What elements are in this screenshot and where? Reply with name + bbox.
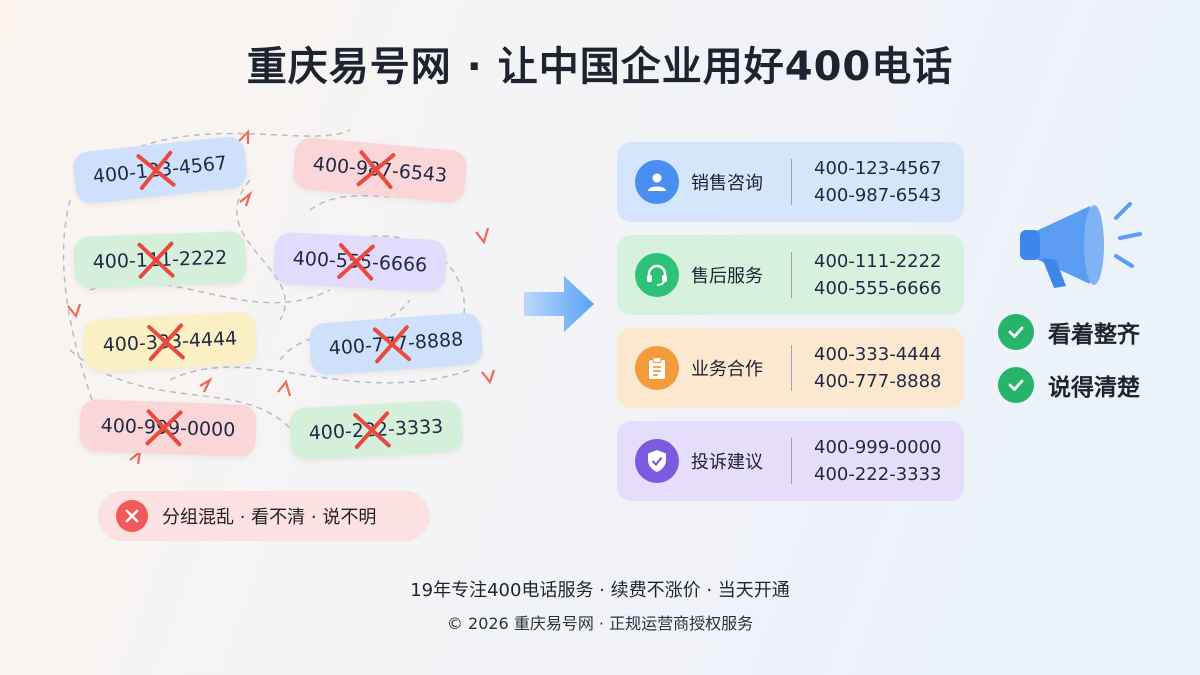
card-numbers: 400-111-2222 400-555-6666 (814, 248, 942, 302)
clipboard-icon (635, 346, 679, 390)
card-label: 投诉建议 (691, 452, 763, 473)
benefits-list: 看着整齐 说得清楚 (998, 314, 1140, 420)
cross-out-icon (145, 409, 183, 447)
card-label: 售后服务 (691, 266, 763, 287)
footer-tagline: 19年专注400电话服务 · 续费不涨价 · 当天开通 (410, 580, 790, 601)
tangled-arrows-decoration (62, 129, 496, 465)
shield-check-icon (635, 439, 679, 483)
benefit-text: 看着整齐 (1048, 322, 1140, 348)
cross-out-icon (372, 325, 412, 364)
chaotic-number-pill: 400-999-0000 (79, 398, 257, 458)
headset-icon (635, 253, 679, 297)
card-business: 业务合作 400-333-4444 400-777-8888 (617, 328, 964, 408)
megaphone-icon (1020, 202, 1142, 288)
check-icon (998, 367, 1034, 403)
page-title: 重庆易号网 · 让中国企业用好400电话 (246, 44, 954, 90)
benefit-text: 说得清楚 (1048, 375, 1140, 401)
benefit-item: 看着整齐 (998, 314, 1140, 350)
cross-out-icon (356, 150, 396, 189)
divider (791, 345, 792, 391)
organized-cards: 销售咨询 400-123-4567 400-987-6543 售后服务 400-… (617, 142, 964, 514)
divider (791, 438, 792, 484)
card-after-sales: 售后服务 400-111-2222 400-555-6666 (617, 235, 964, 315)
user-icon (635, 160, 679, 204)
cross-out-icon (137, 241, 175, 279)
card-sales: 销售咨询 400-123-4567 400-987-6543 (617, 142, 964, 222)
chaotic-number-pill: 400-555-6666 (272, 231, 448, 293)
benefit-item: 说得清楚 (998, 367, 1140, 403)
chaotic-number-pill: 400-222-3333 (288, 399, 464, 461)
problem-label: 分组混乱 · 看不清 · 说不明 (162, 507, 377, 528)
divider (791, 159, 792, 205)
phone-number: 400-222-3333 (814, 464, 942, 485)
card-label: 业务合作 (691, 359, 763, 380)
chaotic-number-pill: 400-777-8888 (308, 312, 484, 376)
chaotic-number-pill: 400-333-4444 (82, 311, 258, 373)
chaotic-number-pill: 400-123-4567 (71, 135, 249, 205)
phone-number: 400-111-2222 (814, 251, 942, 272)
cross-out-icon (136, 150, 176, 191)
footer-copyright: © 2026 重庆易号网 · 正规运营商授权服务 (446, 614, 754, 633)
phone-number: 400-777-8888 (814, 371, 942, 392)
phone-number: 400-333-4444 (814, 344, 942, 365)
check-icon (998, 314, 1034, 350)
error-x-icon (116, 500, 148, 532)
chaotic-numbers-area: 400-123-4567 400-987-6543 400-111-2222 4… (50, 120, 510, 480)
card-numbers: 400-123-4567 400-987-6543 (814, 155, 942, 209)
phone-number: 400-987-6543 (814, 185, 942, 206)
cross-out-icon (337, 242, 375, 281)
cross-out-icon (147, 323, 185, 362)
problem-badge: 分组混乱 · 看不清 · 说不明 (98, 491, 430, 541)
arrow-right-icon (524, 276, 594, 332)
cross-out-icon (353, 411, 391, 450)
phone-number: 400-999-0000 (814, 437, 942, 458)
divider (791, 252, 792, 298)
card-numbers: 400-333-4444 400-777-8888 (814, 341, 942, 395)
chaotic-number-pill: 400-987-6543 (292, 136, 468, 204)
phone-number: 400-555-6666 (814, 278, 942, 299)
chaotic-number-pill: 400-111-2222 (73, 231, 247, 289)
phone-number: 400-123-4567 (814, 158, 942, 179)
card-complaints: 投诉建议 400-999-0000 400-222-3333 (617, 421, 964, 501)
card-label: 销售咨询 (691, 173, 763, 194)
card-numbers: 400-999-0000 400-222-3333 (814, 434, 942, 488)
